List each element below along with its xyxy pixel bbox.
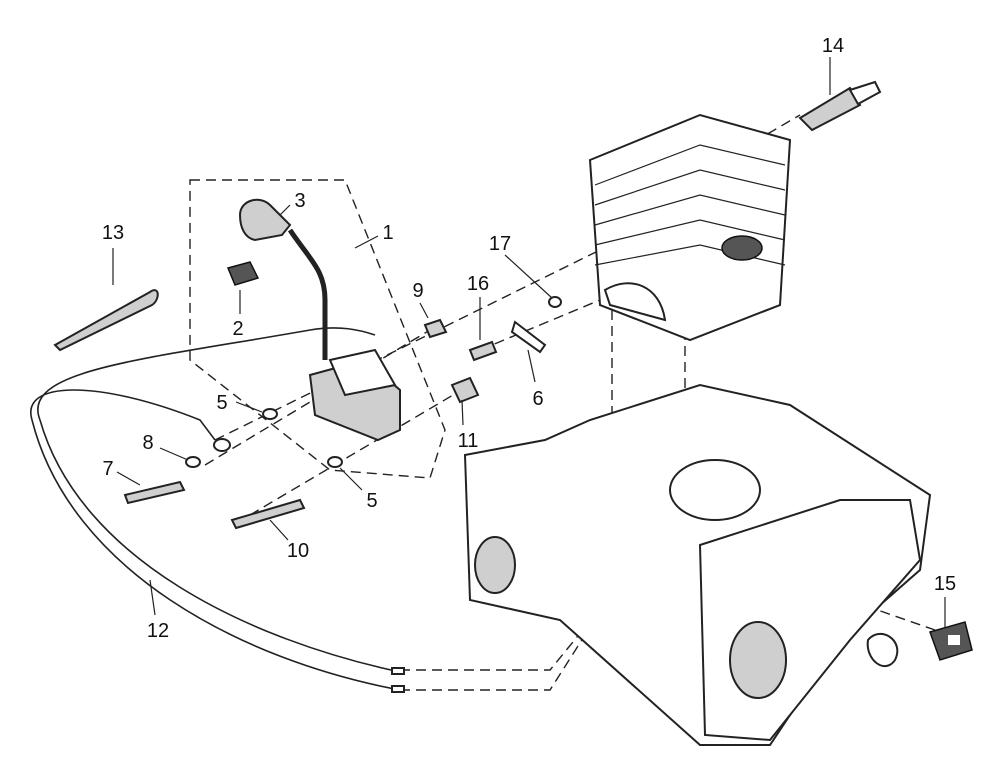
- leader-lines: [112, 57, 946, 628]
- callout-1: 1: [382, 222, 393, 244]
- callout-10: 10: [287, 540, 309, 562]
- callout-15: 15: [934, 573, 956, 595]
- short-circuit-wire: [37, 327, 401, 673]
- callout-7: 7: [102, 458, 113, 480]
- callout-12: 12: [147, 620, 169, 642]
- switch: [929, 621, 973, 661]
- callout-5a: 5: [216, 392, 227, 414]
- callout-8: 8: [142, 432, 153, 454]
- callout-14: 14: [822, 35, 844, 57]
- callout-17: 17: [489, 233, 511, 255]
- callout-2: 2: [232, 318, 243, 340]
- hardware: [123, 296, 562, 530]
- callout-16: 16: [467, 273, 489, 295]
- ignition-module: [226, 198, 401, 442]
- cylinder: [588, 113, 792, 342]
- callout-5b: 5: [366, 490, 377, 512]
- callout-9: 9: [412, 280, 423, 302]
- callout-13: 13: [102, 222, 124, 244]
- cable-tie: [53, 289, 159, 352]
- crankcase: [463, 383, 932, 746]
- callout-6: 6: [532, 388, 543, 410]
- spark-plug: [798, 80, 882, 132]
- ignition-module-boundary: [189, 179, 446, 479]
- callout-3: 3: [294, 190, 305, 212]
- callout-11: 11: [458, 430, 479, 452]
